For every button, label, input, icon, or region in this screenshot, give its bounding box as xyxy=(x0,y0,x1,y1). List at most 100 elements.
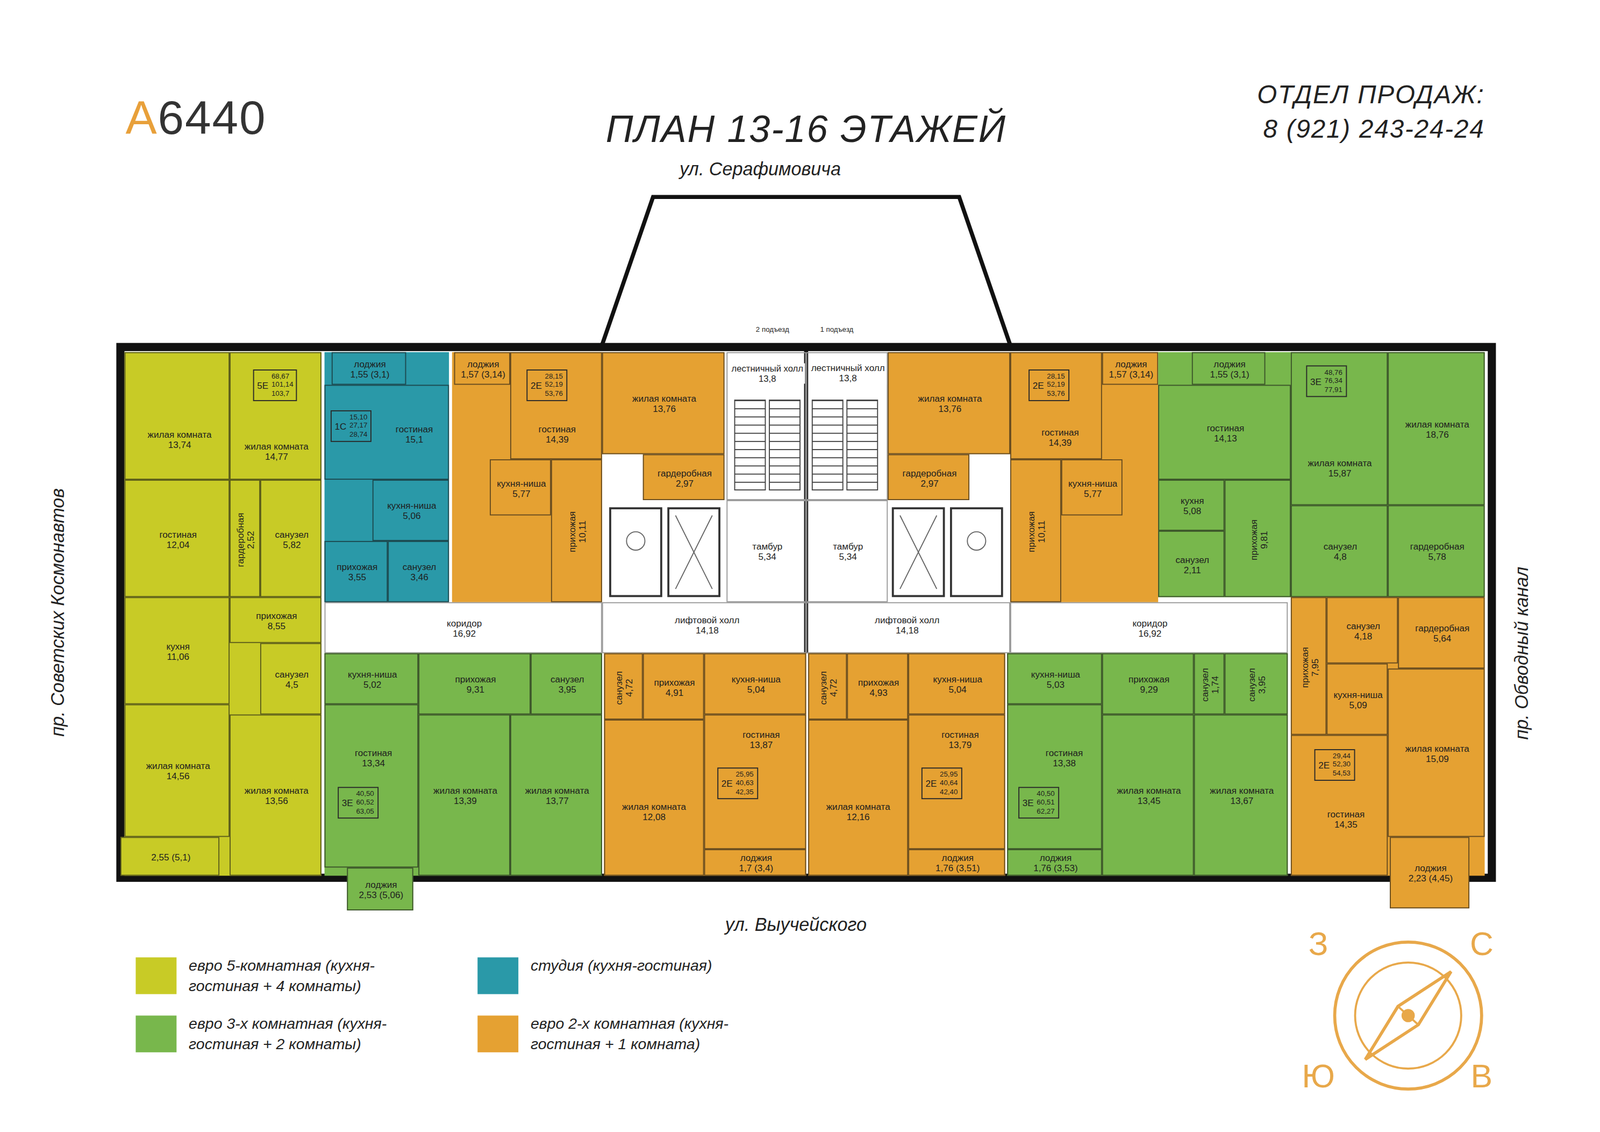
room: прихожая4,91 xyxy=(643,653,705,720)
room-area: 14,39 xyxy=(538,434,576,446)
room-area: 2,97 xyxy=(902,477,957,489)
room-label: лестничный холл13,8 xyxy=(729,363,806,384)
room-label: прихожая9,81 xyxy=(1248,518,1270,560)
area-value: 63,05 xyxy=(355,806,374,816)
room: жилая комната13,77 xyxy=(510,714,603,876)
room: жилая комната14,56 xyxy=(124,704,230,838)
room-area: 5,34 xyxy=(832,552,863,563)
room: санузел4,72 xyxy=(604,653,644,720)
entrance-label: 2 подъезд xyxy=(755,325,790,333)
room: жилая комната13,76 xyxy=(887,352,1011,455)
common-area: тамбур5,34 xyxy=(726,500,806,603)
room-name: санузел xyxy=(1323,541,1358,553)
room-name: жилая комната xyxy=(433,785,498,797)
room-area: 5,34 xyxy=(752,552,783,563)
common-area: лестничный холл13,8 xyxy=(805,352,888,500)
room-name: кухня-ниша xyxy=(731,674,781,685)
room-label: гостиная13,38 xyxy=(1045,747,1083,769)
apartment-type: 2Е xyxy=(1318,759,1330,770)
room: гардеробная2,52 xyxy=(229,479,261,597)
room-area: 5,09 xyxy=(1333,700,1383,711)
room-name: санузел xyxy=(550,674,585,685)
room-area: 13,34 xyxy=(354,758,392,769)
area-value: 40,63 xyxy=(735,779,754,788)
area-box: 2Е25,9540,6442,40 xyxy=(921,767,962,799)
room-name: гостиная xyxy=(1041,427,1079,439)
area-value: 15,10 xyxy=(349,413,368,423)
room-label: лестничный холл13,8 xyxy=(809,362,888,384)
room-label: санузел5,82 xyxy=(275,528,310,550)
room: гостиная14,39 xyxy=(510,352,603,460)
common-area: лестничный холл13,8 xyxy=(726,352,806,500)
area-value: 29,44 xyxy=(1332,752,1351,761)
room-label: жилая комната13,56 xyxy=(244,785,309,807)
room-area: 4,8 xyxy=(1323,552,1358,563)
room-label: гостиная15,1 xyxy=(395,424,433,446)
room-name: прихожая xyxy=(1026,511,1038,553)
legend-swatch xyxy=(477,956,519,994)
room: кухня-ниша5,04 xyxy=(908,653,1005,715)
area-value: 28,15 xyxy=(545,372,563,382)
apartment: 5Е68,67101,14103,7жилая комната13,74жила… xyxy=(124,352,322,876)
common-area: лифтовой холл14,18 xyxy=(602,602,807,654)
room-name: прихожая xyxy=(255,610,297,621)
room-name: коридор xyxy=(1132,618,1168,630)
room-area: 5,06 xyxy=(387,511,437,523)
room-area: 4,93 xyxy=(858,687,899,698)
area-value: 28,74 xyxy=(349,430,368,440)
room-area: 13,67 xyxy=(1209,795,1274,807)
room-area: 13,56 xyxy=(244,795,309,807)
room-label: гардеробная5,64 xyxy=(1415,623,1470,645)
apartment-type: 2Е xyxy=(925,777,937,789)
room: гостиная13,34 xyxy=(324,704,419,868)
room-label: прихожая9,29 xyxy=(1128,674,1170,696)
room-name: лестничный холл xyxy=(811,362,885,374)
room-area: 2,97 xyxy=(657,477,712,489)
area-values: 15,1027,1728,74 xyxy=(349,413,368,440)
room-area: 5,08 xyxy=(1180,505,1204,517)
room-name: прихожая xyxy=(858,676,899,688)
room-name: лоджия xyxy=(739,852,774,864)
apartment-type: 5Е xyxy=(256,380,269,391)
room-area: 9,31 xyxy=(454,684,496,696)
room: кухня-ниша5,77 xyxy=(1061,459,1123,516)
room-name: жилая комната xyxy=(244,785,309,797)
area-value: 101,14 xyxy=(271,381,294,390)
room-label: кухня5,08 xyxy=(1180,495,1204,517)
common-area: лифтовой холл14,18 xyxy=(805,602,1011,654)
room: прихожая9,81 xyxy=(1224,479,1291,597)
room-area: 13,8 xyxy=(811,373,885,385)
room-area: 4,72 xyxy=(624,670,636,705)
room: санузел4,5 xyxy=(260,643,322,715)
room-area: 4,91 xyxy=(653,687,695,698)
room-name: тамбур xyxy=(832,541,863,553)
room: гостиная12,04 xyxy=(124,479,230,597)
room: лоджия1,7 (3,4) xyxy=(704,848,807,876)
room-label: гардеробная2,97 xyxy=(657,467,712,489)
room-name: гостиная xyxy=(941,729,979,740)
sales-heading: ОТДЕЛ ПРОДАЖ: xyxy=(1256,79,1485,110)
room-area: 15,09 xyxy=(1405,753,1470,765)
room: прихожая7,95 xyxy=(1290,596,1327,735)
room-name: жилая комната xyxy=(244,441,309,453)
room-label: санузел1,74 xyxy=(1199,667,1221,702)
room-label: гостиная13,34 xyxy=(354,747,392,769)
legend-text: студия (кухня-гостиная) xyxy=(530,954,776,975)
area-value: 28,15 xyxy=(1046,372,1065,382)
room-label: коридор16,92 xyxy=(444,618,484,640)
area-value: 52,30 xyxy=(1332,760,1351,770)
room-name: жилая комната xyxy=(1405,743,1470,754)
street-name: пр. Обводный канал xyxy=(1511,566,1534,740)
room-label: прихожая10,11 xyxy=(567,511,589,553)
area-value: 25,95 xyxy=(939,770,958,780)
room-label: гостиная14,13 xyxy=(1206,422,1245,444)
area-value: 52,19 xyxy=(545,381,563,390)
room-name: санузел xyxy=(818,670,830,705)
legend-swatch xyxy=(477,1015,519,1052)
common-area: тамбур5,34 xyxy=(805,500,888,603)
room-label: лифтовой холл14,18 xyxy=(872,615,942,637)
room-area: 5,04 xyxy=(933,684,983,696)
room-name: гостиная xyxy=(538,424,576,435)
room-name: кухня xyxy=(166,640,190,652)
room-label: прихожая4,91 xyxy=(653,676,695,698)
